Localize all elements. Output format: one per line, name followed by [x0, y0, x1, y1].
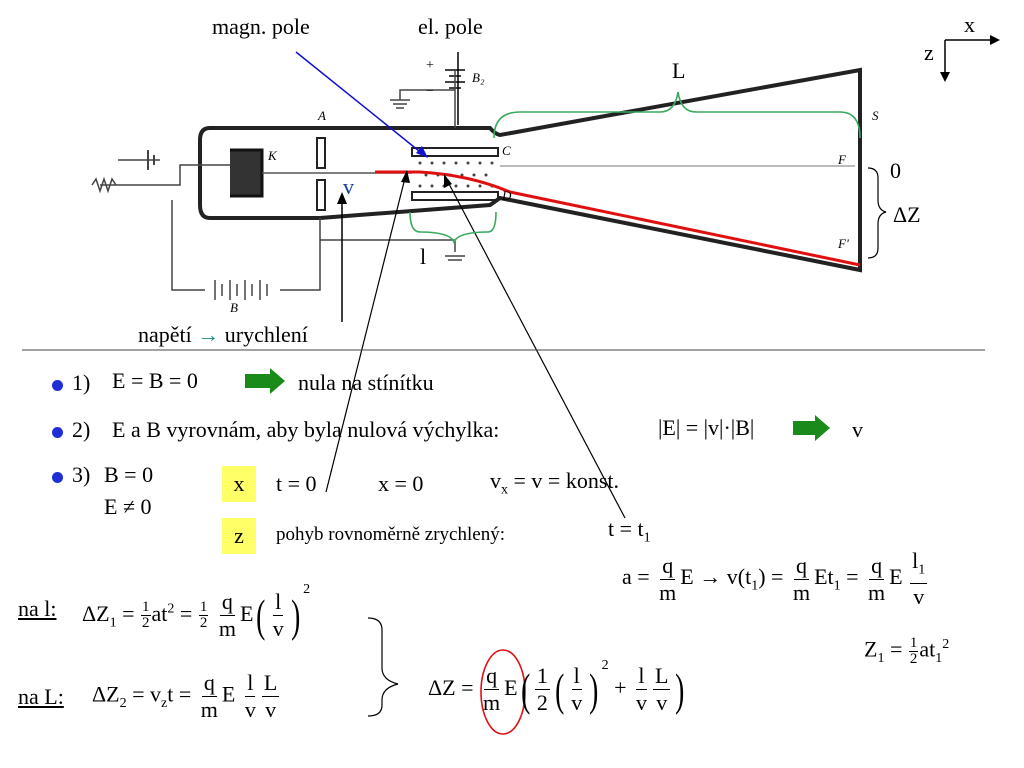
green-arrow-2 [793, 415, 830, 441]
label-axis-z: z [924, 40, 934, 65]
napeti-text: napětí [138, 322, 192, 347]
arrow-text: → [197, 322, 220, 347]
label-na-l: na l: [18, 596, 57, 621]
vx-sub: x [501, 482, 508, 498]
label-napeti-urychleni: napětí → urychlení [138, 322, 308, 348]
t1-sub: 1 [643, 530, 651, 546]
vx-rest: = v = konst. [513, 468, 620, 493]
tube-label-b1: B [230, 300, 238, 315]
t1-main: t = t [608, 516, 644, 541]
tube-label-f: F [838, 152, 846, 167]
eq-t0: t = 0 [276, 471, 317, 496]
magnetic-field-arrow [295, 51, 425, 156]
label-zero: 0 [890, 158, 901, 183]
tube-label-plus: + [426, 58, 434, 73]
item-3-number: 3) [72, 462, 91, 487]
item-1-equation: E = B = 0 [112, 368, 198, 393]
highlight-z: z [222, 518, 256, 554]
plate-d [411, 191, 499, 201]
anode-bottom [316, 179, 326, 211]
item-2-number: 2) [72, 417, 91, 442]
tube-label-minus: − [426, 84, 434, 99]
label-small-l: l [420, 244, 427, 269]
plate-c [411, 147, 499, 157]
urychleni-text: urychlení [224, 322, 308, 347]
label-v: v [343, 174, 354, 199]
tube-label-c: C [502, 143, 511, 158]
tube-label-a: A [318, 108, 326, 123]
eq-x0: x = 0 [378, 471, 424, 496]
label-delta-z: ΔZ [893, 202, 921, 227]
item-3-eq-e: E ≠ 0 [104, 494, 152, 519]
label-na-L: na L: [18, 684, 64, 709]
tube-label-d: D [502, 188, 512, 203]
tube-label-k: K [268, 148, 277, 163]
item-1-text: nula na stínítku [298, 370, 434, 395]
item-2-text: E a B vyrovnám, aby byla nulová výchylka… [112, 417, 500, 442]
brace-delta-z [867, 167, 887, 259]
item-2-result: v [852, 417, 863, 442]
eq-t1: t = t1 [608, 516, 651, 546]
label-axis-x: x [964, 12, 975, 37]
tube-label-f1: F' [838, 236, 849, 251]
electron-beam [375, 170, 861, 267]
item-3-eq-b: B = 0 [104, 462, 154, 487]
qm-ellipse [480, 649, 526, 735]
tube-label-b2: B₂ [472, 70, 485, 85]
formula-brace [367, 617, 399, 717]
brace-L [493, 91, 861, 139]
pohyb-text: pohyb rovnoměrně zrychlený: [276, 524, 505, 545]
highlight-x: x [222, 466, 256, 502]
bullet-3 [52, 472, 63, 483]
label-el-pole: el. pole [418, 14, 483, 39]
vx-v: v [490, 468, 501, 493]
tube-outline [198, 67, 862, 273]
cathode [230, 148, 264, 198]
label-magn-pole: magn. pole [212, 14, 310, 39]
item-2-equation: |E| = |v|·|B| [658, 415, 755, 440]
bullet-2 [52, 427, 63, 438]
bullet-1 [52, 380, 63, 391]
green-arrow-1 [245, 368, 285, 394]
anode-top [316, 137, 326, 169]
eq-vx: vx = v = konst. [490, 468, 619, 498]
tube-label-s: S [872, 108, 879, 123]
brace-l [409, 211, 497, 245]
item-1-number: 1) [72, 370, 91, 395]
label-big-L: L [672, 58, 686, 83]
